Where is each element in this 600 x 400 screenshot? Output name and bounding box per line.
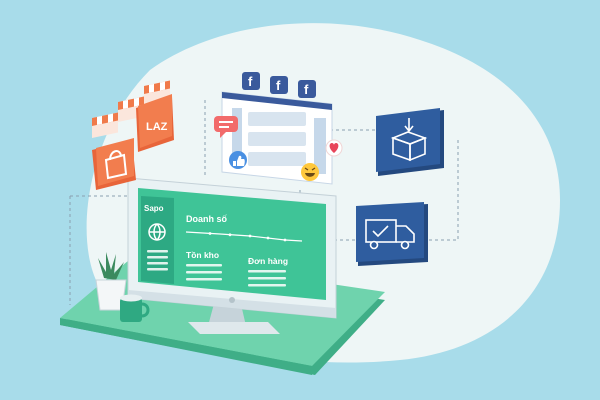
feed-post — [248, 112, 306, 166]
package-box-icon — [376, 108, 444, 176]
lazada-icon: LAZ — [136, 94, 174, 152]
orders-label: Đơn hàng — [248, 256, 288, 266]
social-feed-window — [221, 91, 333, 185]
like-icon — [229, 151, 247, 169]
globe-cart-icon — [148, 223, 166, 241]
dashboard-screen: Sapo Doanh số Tồn kho Đơn hàng — [144, 204, 303, 287]
monitor-icon — [127, 177, 337, 334]
sidebar-menu — [147, 250, 168, 271]
laugh-emoji-icon — [301, 163, 319, 181]
lazada-label: LAZ — [146, 121, 168, 133]
facebook-icon: f — [242, 72, 260, 90]
inventory-list — [186, 264, 222, 281]
brand-logo: Sapo — [144, 204, 164, 213]
svg-text:f: f — [248, 74, 253, 89]
delivery-truck-icon — [356, 202, 428, 266]
mug-icon — [120, 294, 150, 322]
heart-icon — [325, 139, 343, 157]
facebook-tabs: f f f — [242, 72, 316, 98]
svg-text:f: f — [304, 82, 309, 97]
inventory-label: Tồn kho — [186, 250, 219, 260]
facebook-icon: f — [270, 76, 288, 94]
sales-label: Doanh số — [186, 214, 228, 224]
chat-bubble-icon — [214, 116, 238, 138]
sales-chart-points — [208, 232, 287, 242]
shopee-bag-icon — [92, 138, 136, 190]
orders-list — [248, 270, 286, 287]
facebook-icon: f — [298, 80, 316, 98]
svg-text:f: f — [276, 78, 281, 93]
